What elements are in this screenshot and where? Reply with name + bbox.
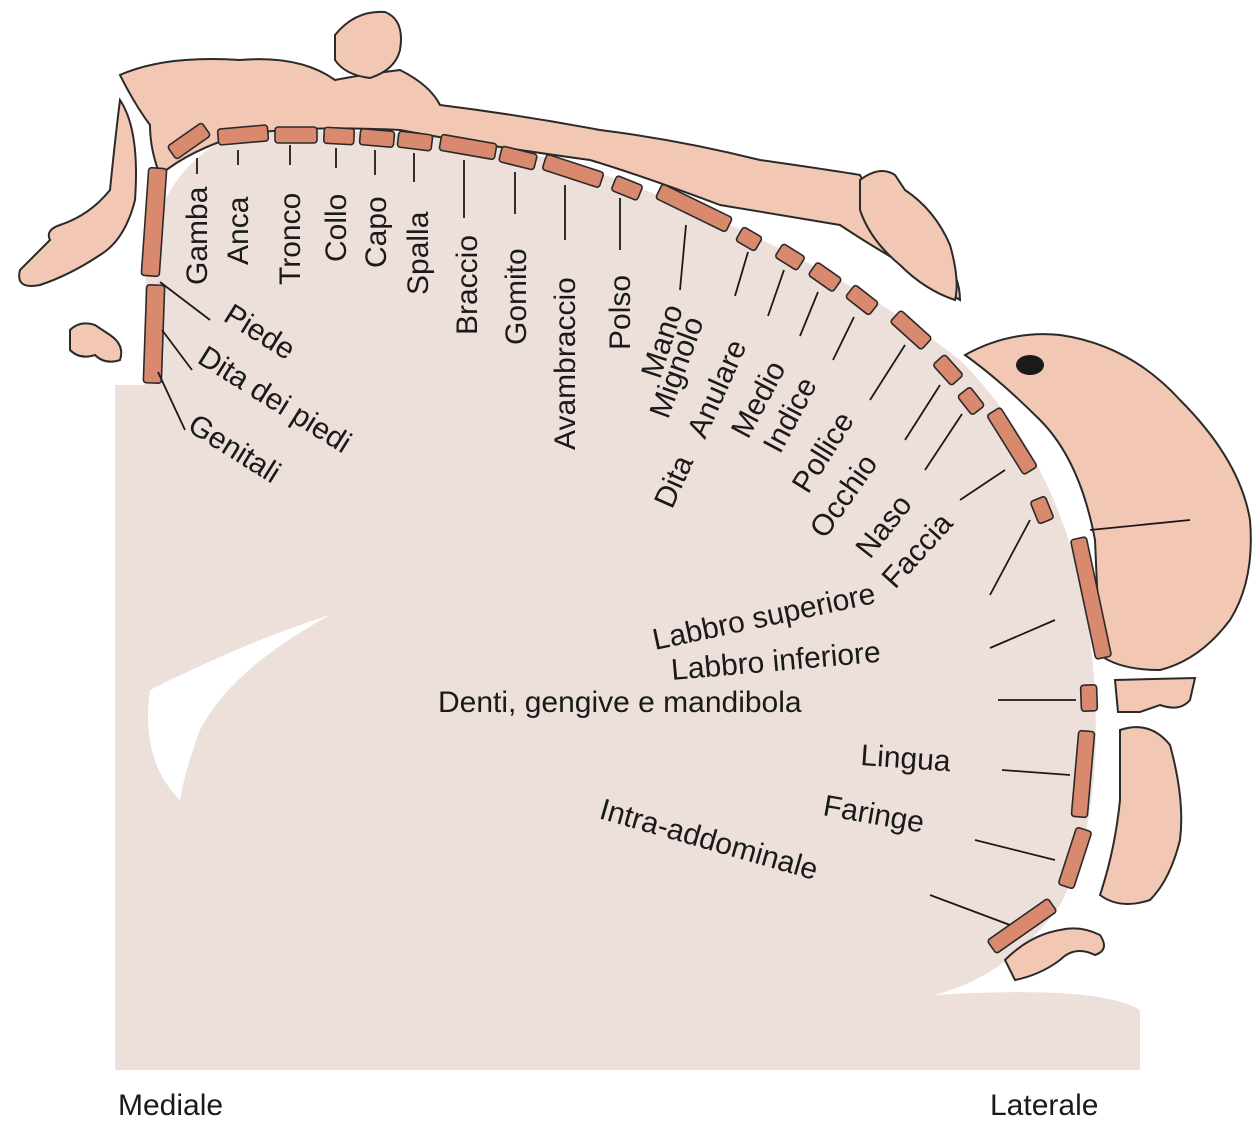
segment-denti xyxy=(1081,685,1098,712)
segment-spalla xyxy=(397,131,433,151)
label-gamba: Gamba xyxy=(181,186,214,285)
homunculus-head-top xyxy=(335,12,401,78)
label-avambraccio: Avambraccio xyxy=(549,277,582,450)
label-denti: Denti, gengive e mandibola xyxy=(438,686,802,719)
label-anca: Anca xyxy=(222,196,255,265)
homunculus-eye xyxy=(1016,355,1044,375)
segment-genitali xyxy=(143,285,164,384)
homunculus-tongue xyxy=(1100,727,1181,904)
label-gomito: Gomito xyxy=(500,248,533,345)
segment-anca xyxy=(217,125,268,145)
axis-label-medial: Mediale xyxy=(118,1089,223,1121)
label-spalla: Spalla xyxy=(402,211,435,295)
label-braccio: Braccio xyxy=(451,235,484,335)
homunculus-genitals xyxy=(70,323,121,361)
axis-label-lateral: Laterale xyxy=(990,1089,1098,1121)
segment-tronco xyxy=(275,127,317,143)
homunculus-foot xyxy=(19,100,136,286)
label-capo: Capo xyxy=(360,196,393,268)
cortex-section xyxy=(115,131,1140,1070)
label-collo: Collo xyxy=(320,194,353,262)
segment-collo xyxy=(324,127,355,145)
segment-capo xyxy=(359,129,394,148)
homunculus-teeth xyxy=(1115,678,1195,712)
homunculus-hand xyxy=(860,171,957,300)
label-polso: Polso xyxy=(604,275,637,350)
label-lingua: Lingua xyxy=(860,739,952,778)
label-tronco: Tronco xyxy=(274,193,307,285)
